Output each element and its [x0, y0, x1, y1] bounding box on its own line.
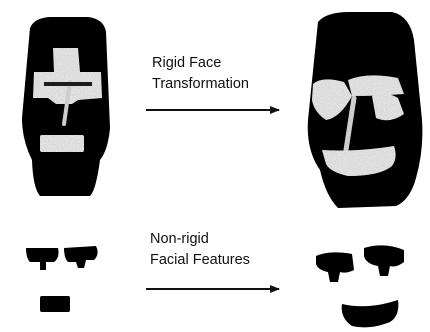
- brow-band: [348, 75, 404, 96]
- rigid-face-template: [22, 17, 110, 196]
- deformed-smile-mouth: [342, 300, 399, 327]
- deformed-right-eye: [364, 245, 404, 276]
- eye-slit: [44, 82, 92, 86]
- nonrigid-features-template: [26, 246, 98, 312]
- mouth-bar: [40, 135, 84, 152]
- right-eye-feature: [64, 246, 98, 268]
- transformed-face: [308, 12, 423, 208]
- deformed-left-eye: [316, 252, 354, 282]
- nonrigid-label-line1: Non-rigid: [150, 230, 209, 248]
- mouth-feature: [40, 296, 70, 312]
- left-eye-feature: [26, 248, 59, 270]
- deformed-features: [316, 245, 404, 327]
- rigid-label-line1: Rigid Face: [152, 54, 221, 72]
- nonrigid-label-line2: Facial Features: [150, 251, 250, 269]
- rigid-label-line2: Transformation: [152, 75, 249, 93]
